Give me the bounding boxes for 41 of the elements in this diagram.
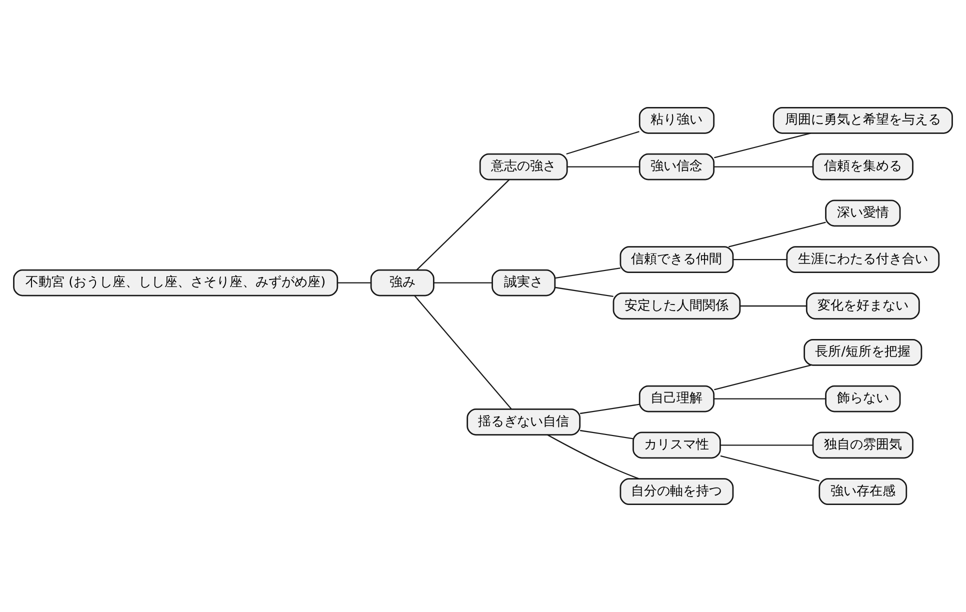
connector	[555, 268, 620, 279]
connector	[555, 286, 614, 297]
node-box: 信頼できる仲間	[620, 246, 734, 274]
connector	[733, 259, 787, 260]
node-box: 周囲に勇気と希望を与える	[772, 106, 953, 134]
node-box: 強み	[370, 269, 434, 296]
node-box: 意志の強さ	[479, 153, 568, 180]
node-box: 粘り強い	[638, 106, 715, 134]
node-box: 長所/短所を把握	[804, 338, 922, 366]
node-box: 不動宮 (おうし座、しし座、さそり座、みずがめ座)	[13, 269, 338, 296]
node-box: 安定した人間関係	[612, 292, 741, 320]
connector	[580, 430, 634, 440]
connector	[414, 295, 512, 410]
node-box: 自己理解	[638, 385, 715, 412]
connector	[714, 166, 813, 168]
connector	[338, 282, 371, 284]
connector	[547, 434, 640, 480]
connector	[728, 222, 826, 248]
node-box: 強い存在感	[818, 478, 908, 506]
node-box: 強い信念	[638, 153, 715, 180]
node-box: 生涯にわたる付き合い	[786, 246, 940, 274]
node-box: 独自の雰囲気	[812, 432, 914, 459]
connector	[416, 179, 510, 270]
connector	[434, 282, 492, 284]
connector	[720, 455, 820, 482]
node-box: 変化を好まない	[806, 292, 920, 320]
node-box: カリスマ性	[632, 432, 721, 459]
connector	[580, 404, 640, 414]
node-box: 誠実さ	[492, 269, 556, 296]
connector	[714, 132, 812, 158]
connector	[566, 131, 640, 155]
connector	[740, 305, 806, 307]
node-box: 揺るぎない自信	[466, 408, 581, 436]
node-box: 自分の軸を持つ	[620, 478, 734, 506]
node-box: 信頼を集める	[812, 153, 914, 180]
node-box: 深い愛情	[825, 200, 901, 227]
node-box: 飾らない	[825, 385, 901, 412]
connector	[714, 398, 826, 400]
connector	[714, 364, 812, 390]
connector	[567, 166, 640, 168]
connector	[720, 444, 813, 446]
